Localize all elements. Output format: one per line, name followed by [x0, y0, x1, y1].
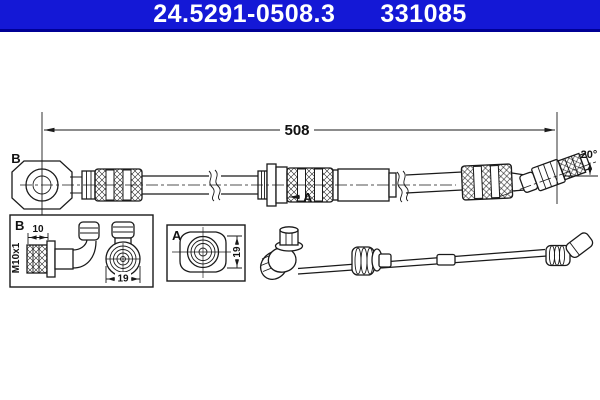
- break-symbol-1: [208, 169, 221, 202]
- hose-run-1: [142, 175, 209, 195]
- dimension-508-label: 508: [284, 122, 309, 139]
- banjo-end-3d: [259, 226, 304, 280]
- end-fitting-3d: [545, 232, 594, 267]
- grommet-front-view: [172, 227, 234, 278]
- elbow-side-view: [26, 221, 100, 278]
- angle-20-label: 20°: [581, 149, 598, 161]
- elbow-front-view: [105, 221, 141, 277]
- end-fitting-axis: [499, 161, 598, 197]
- hose-collar-3d: [436, 253, 456, 266]
- banjo-pointer-label: B: [11, 151, 20, 166]
- detail-a-label: A: [172, 228, 182, 243]
- reference-number-text: 331085: [380, 0, 467, 28]
- bracket-pointer-label: A: [303, 190, 313, 205]
- hose-side-view: [11, 152, 598, 210]
- dim-10-label: 10: [32, 224, 44, 235]
- header-bar: 24.5291-0508.3 331085: [0, 0, 600, 32]
- detail-b-label: B: [15, 218, 24, 233]
- part-number-text: 24.5291-0508.3: [153, 0, 336, 28]
- grommet-3d: [351, 246, 392, 276]
- dim-19-width-label: 19: [117, 274, 129, 285]
- hose-run-2: [221, 175, 258, 195]
- break-symbol-2: [396, 170, 409, 203]
- bellows-section-3: [460, 163, 514, 201]
- detail-view-a: A 19: [166, 224, 246, 282]
- hose-perspective-view: [259, 226, 594, 280]
- hose-run-3: [405, 171, 463, 194]
- detail-view-b: B 10 M10x1: [9, 214, 154, 288]
- thread-spec-label: M10x1: [11, 242, 22, 273]
- dimension-annotations: 508 B A 20°: [11, 112, 598, 215]
- dim-19-height-label: 19: [232, 246, 243, 258]
- hose-body: [297, 248, 548, 275]
